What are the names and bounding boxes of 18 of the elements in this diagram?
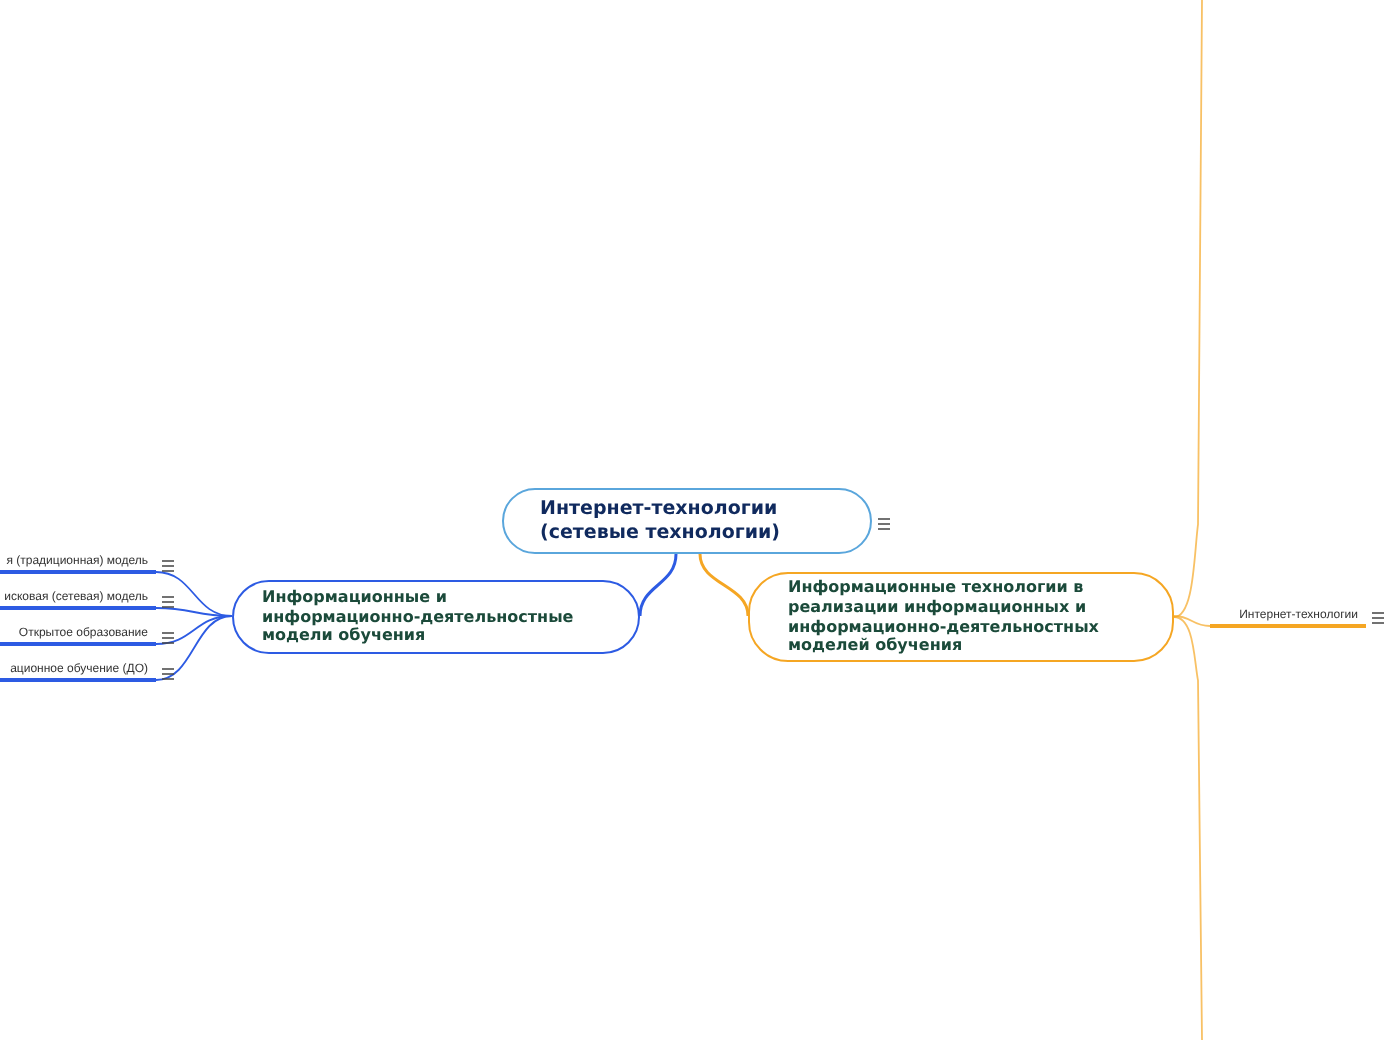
topic-text: Интернет-технологии (сетевые технологии): [540, 498, 782, 544]
topic-label: [0, 662, 156, 682]
main-topic-box: [748, 572, 1174, 662]
topic-label: [1210, 608, 1366, 628]
central-topic: [502, 488, 872, 554]
connector-line: [155, 615, 233, 645]
connector-line: [155, 615, 233, 681]
topic-label: [0, 626, 156, 646]
topic-label: [0, 554, 156, 574]
connector-line: [698, 553, 750, 617]
main-topic-box: [232, 580, 640, 654]
connector-line: [638, 553, 678, 617]
topic-label: [0, 590, 156, 610]
connector-line: [1173, 0, 1203, 618]
connector-line: [1173, 616, 1203, 1040]
connector-line: [1173, 615, 1211, 627]
topic-text: Информационные технологии в реализации информационных и информационно-деятельностных моделей обучения: [788, 578, 1101, 656]
topic-text: Информационные и информационно-деятельностные модели обучения: [262, 588, 576, 646]
